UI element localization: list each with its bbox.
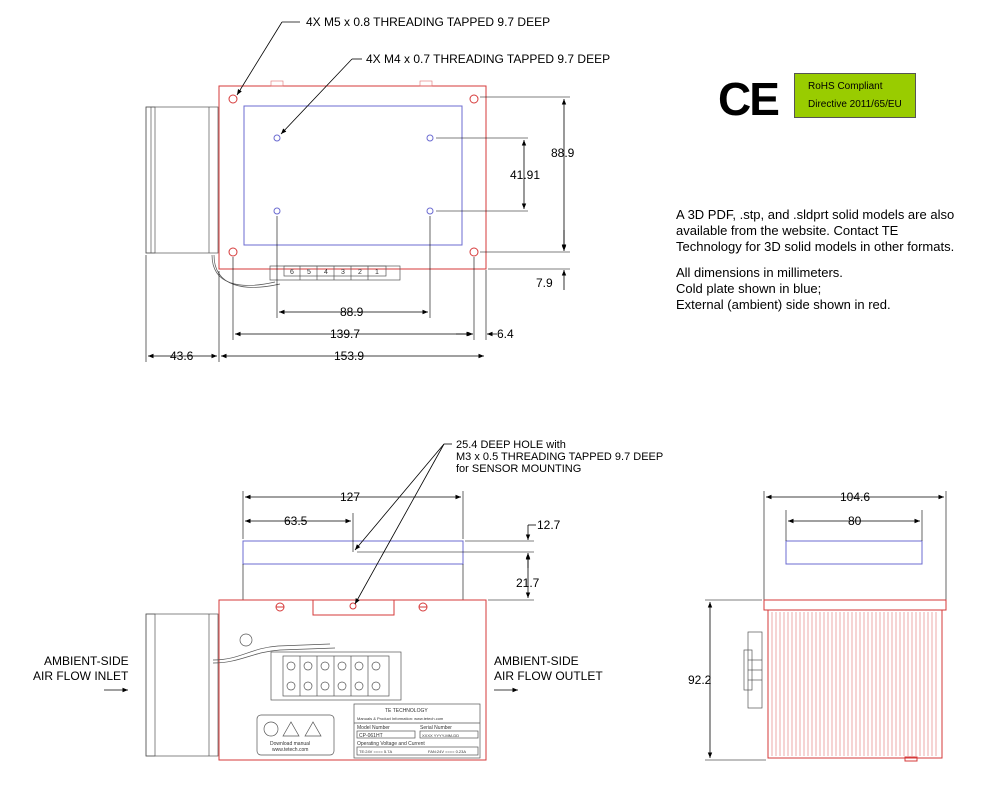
dim-92-2: 92.2 xyxy=(688,673,712,687)
m4-threading-callout: 4X M4 x 0.7 THREADING TAPPED 9.7 DEEP xyxy=(366,52,610,66)
dim-88-9-vertical: 88.9 xyxy=(551,146,575,160)
manual-label: Download manual www.tetech.com xyxy=(256,714,335,756)
sensor-callout-line-3: for SENSOR MOUNTING xyxy=(456,463,581,475)
airflow-outlet-line-2: AIR FLOW OUTLET xyxy=(494,669,603,683)
front-view: Download manual www.tetech.com TE TECHNO… xyxy=(33,439,663,761)
m5-threading-callout: 4X M5 x 0.8 THREADING TAPPED 9.7 DEEP xyxy=(306,15,550,29)
side-view: 80 104.6 92.2 xyxy=(688,490,947,762)
airflow-inlet-line-1: AMBIENT-SIDE xyxy=(44,654,129,668)
note-blue: Cold plate shown in blue; xyxy=(676,281,822,296)
terminal-number: 2 xyxy=(358,269,362,276)
sensor-callout-line-1: 25.4 DEEP HOLE with xyxy=(456,439,566,451)
rohs-badge: RoHS Compliant Directive 2011/65/EU xyxy=(794,73,916,118)
terminal-number: 3 xyxy=(341,269,345,276)
dim-80: 80 xyxy=(848,514,862,528)
terminal-number: 5 xyxy=(307,269,311,276)
rohs-line-1: RoHS Compliant xyxy=(808,81,883,92)
note-units: All dimensions in millimeters. xyxy=(676,265,843,280)
dim-63-5: 63.5 xyxy=(284,514,308,528)
dim-43-6: 43.6 xyxy=(170,349,194,363)
terminal-number: 6 xyxy=(290,269,294,276)
label-model-value: CP-061HT xyxy=(359,733,383,739)
dim-153-9: 153.9 xyxy=(334,349,364,363)
label-fan-value: FAN:24V ==== 0.23A xyxy=(428,749,466,754)
label-model-header: Model Number xyxy=(357,725,390,731)
dim-7-9: 7.9 xyxy=(536,276,553,290)
airflow-inlet-line-2: AIR FLOW INLET xyxy=(33,669,129,683)
top-view-heatsink xyxy=(218,80,487,270)
note-red: External (ambient) side shown in red. xyxy=(676,297,891,312)
label-serial-header: Serial Number xyxy=(420,725,452,731)
terminal-number: 4 xyxy=(324,269,328,276)
front-view-terminal-block xyxy=(270,651,402,701)
dim-21-7: 21.7 xyxy=(516,576,540,590)
airflow-outlet-line-1: AMBIENT-SIDE xyxy=(494,654,579,668)
label-voltage-header: Operating Voltage and Current xyxy=(357,741,425,747)
dim-127: 127 xyxy=(340,490,360,504)
dim-88-9-horizontal: 88.9 xyxy=(340,305,364,319)
label-te-value: TE:24V ==== 5.7A xyxy=(359,749,392,754)
notes-block: A 3D PDF, .stp, and .sldprt solid models… xyxy=(676,207,956,313)
label-serial-value: XXXX YYYY-MM-DD xyxy=(422,733,459,738)
top-view-terminal-block: 6 5 4 3 2 1 xyxy=(211,254,401,288)
dim-139-7: 139.7 xyxy=(330,327,360,341)
sensor-callout-line-2: M3 x 0.5 THREADING TAPPED 9.7 DEEP xyxy=(456,451,663,463)
dim-41-91: 41.91 xyxy=(510,168,540,182)
dim-104-6: 104.6 xyxy=(840,490,870,504)
top-view-fan xyxy=(145,106,219,254)
dim-6-4: 6.4 xyxy=(497,327,514,341)
dim-12-7: 12.7 xyxy=(537,518,561,532)
note-models: A 3D PDF, .stp, and .sldprt solid models… xyxy=(676,207,955,254)
side-view-connector xyxy=(743,631,763,709)
manual-line-2: www.tetech.com xyxy=(272,747,308,753)
ce-mark: CE xyxy=(718,73,778,125)
label-brand-row: TE TECHNOLOGY xyxy=(385,708,428,714)
side-view-heatsink xyxy=(763,599,947,762)
manual-line-1: Download manual xyxy=(270,741,310,747)
rohs-line-2: Directive 2011/65/EU xyxy=(808,99,902,110)
top-view-cold-plate xyxy=(243,105,463,246)
product-label-plate: TE TECHNOLOGY Manuals & Product Informat… xyxy=(353,703,481,759)
label-website-row: Manuals & Product Information: www.tetec… xyxy=(357,716,444,721)
terminal-number: 1 xyxy=(375,269,379,276)
top-view: 6 5 4 3 2 1 4X M5 x 0.8 THREADING TAPPED… xyxy=(145,15,610,363)
